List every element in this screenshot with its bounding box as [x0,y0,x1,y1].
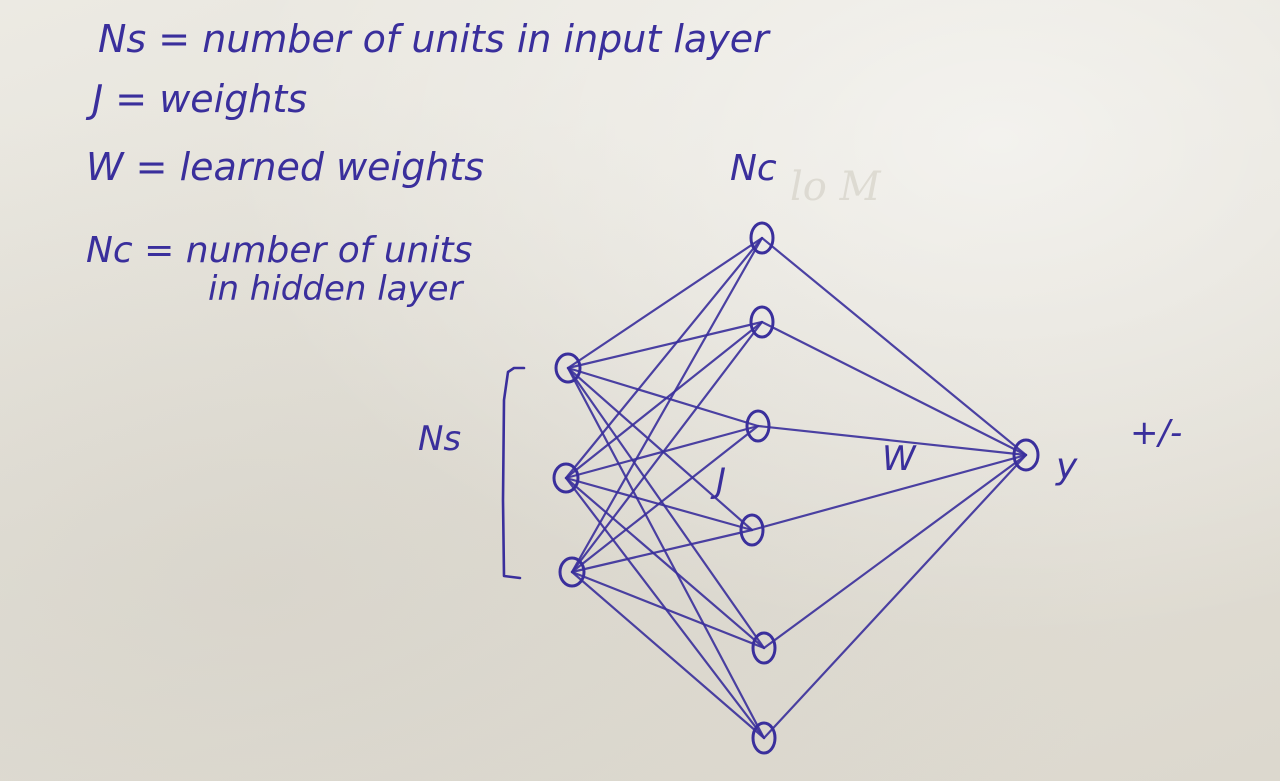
edge-input-1-hidden-5 [566,366,766,650]
hidden-node-5 [751,631,777,665]
edge-input-3-hidden-6 [570,570,766,740]
edge-hidden-5-output [762,453,1028,650]
output-node [1012,438,1040,472]
input-node-3 [558,556,586,588]
edges [564,236,1028,740]
ghost-mark: lo M [790,164,882,210]
input-node-2 [552,462,580,494]
edge-hidden-2-output [760,320,1028,457]
edge-input-3-hidden-2 [570,320,764,574]
input-layer-bracket [501,366,526,580]
hidden-node-4 [739,513,765,547]
edge-input-1-hidden-6 [566,366,766,740]
output-sign-label: +/- [1130,413,1182,453]
hidden-node-3 [745,409,771,443]
edge-input-2-hidden-5 [564,476,766,650]
edge-input-2-hidden-2 [564,320,764,480]
hidden-node-1 [749,221,775,255]
input-node-1 [554,352,582,384]
legend-nc-cont: in hidden layer [208,269,465,309]
hidden-node-6 [751,721,777,755]
nodes [552,221,1040,755]
edge-input-3-hidden-5 [570,570,766,650]
legend-ns: Ns = number of units in input layer [98,17,771,61]
edge-input-1-hidden-1 [566,236,764,370]
edge-input-3-hidden-3 [570,424,760,574]
legend-j: J = weights [85,77,307,121]
edge-hidden-3-output [756,424,1028,457]
edge-input-3-hidden-1 [570,236,764,574]
weights-w-label: W [882,439,917,479]
edge-input-3-hidden-4 [570,528,754,574]
edge-input-1-hidden-4 [566,366,754,532]
edge-hidden-6-output [762,453,1028,740]
edge-input-2-hidden-1 [564,236,764,480]
legend-nc: Nc = number of units [86,230,472,271]
legend: Ns = number of units in input layer J = … [85,17,771,309]
edge-hidden-1-output [760,236,1028,457]
output-label: y [1055,446,1078,487]
legend-w: W = learned weights [86,145,484,189]
hidden-layer-label: Nc [730,148,777,189]
edge-hidden-4-output [750,453,1028,532]
edge-input-1-hidden-2 [566,320,764,370]
input-layer-label: Ns [418,419,461,459]
hidden-node-2 [749,305,775,339]
edge-input-1-hidden-3 [566,366,760,428]
